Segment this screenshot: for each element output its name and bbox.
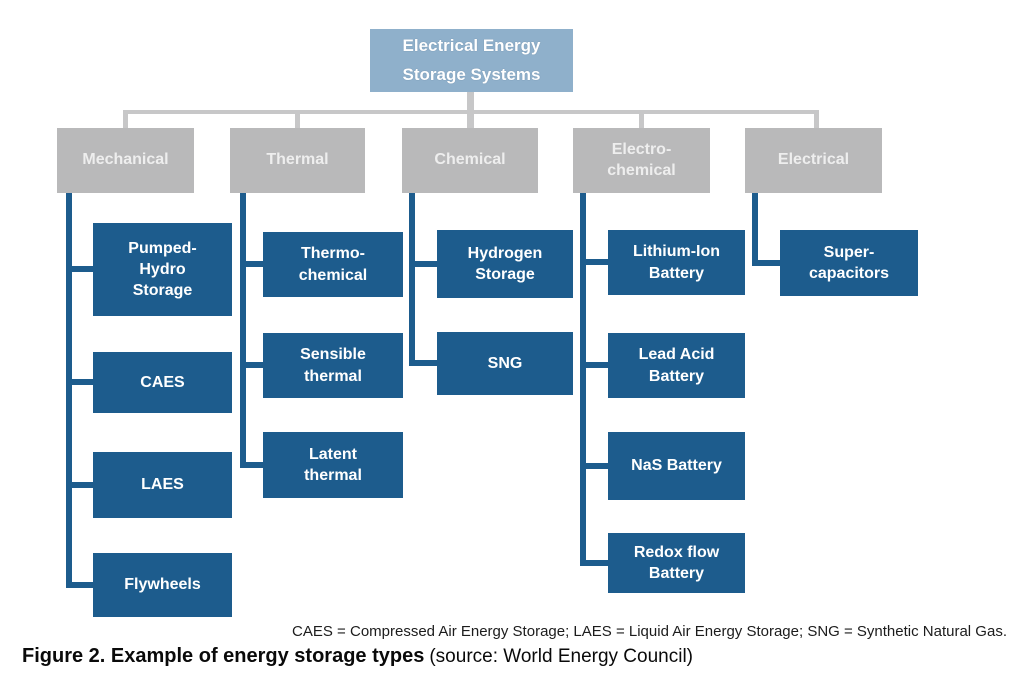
figure-caption: Figure 2. Example of energy storage type…	[22, 645, 693, 668]
connector-drop-electrical	[814, 110, 819, 128]
figure-caption-source: (source: World Energy Council)	[429, 646, 693, 667]
node-electrical: Electrical	[745, 128, 882, 193]
connector-branch-thermal-1	[240, 362, 263, 368]
connector-branch-thermal-2	[240, 462, 263, 468]
node-sensible-thermal: Sensible thermal	[263, 333, 403, 398]
connector-branch-electrochemical-3	[580, 560, 608, 566]
node-pumped-hydro-storage: Pumped- Hydro Storage	[93, 223, 232, 316]
node-lithium-ion-battery: Lithium-Ion Battery	[608, 230, 745, 295]
node-lead-acid-battery: Lead Acid Battery	[608, 333, 745, 398]
connector-spine-electrochemical	[580, 193, 586, 566]
connector-branch-mechanical-0	[66, 266, 93, 272]
node-laes: LAES	[93, 452, 232, 518]
node-redox-flow-battery: Redox flow Battery	[608, 533, 745, 593]
connector-level1-hline	[123, 110, 819, 114]
node-caes: CAES	[93, 352, 232, 413]
node-super-capacitors: Super- capacitors	[780, 230, 918, 296]
node-electrical-energy-storage-systems: Electrical Energy Storage Systems	[370, 29, 573, 92]
node-thermal: Thermal	[230, 128, 365, 193]
connector-spine-chemical	[409, 193, 415, 366]
connector-branch-mechanical-2	[66, 482, 93, 488]
connector-branch-electrochemical-2	[580, 463, 608, 469]
node-nas-battery: NaS Battery	[608, 432, 745, 500]
node-hydrogen-storage: Hydrogen Storage	[437, 230, 573, 298]
figure-caption-title: Figure 2. Example of energy storage type…	[22, 645, 425, 667]
node-mechanical: Mechanical	[57, 128, 194, 193]
connector-spine-mechanical	[66, 193, 72, 588]
abbreviation-footnote: CAES = Compressed Air Energy Storage; LA…	[292, 623, 1007, 640]
node-thermo-chemical: Thermo- chemical	[263, 232, 403, 297]
connector-branch-chemical-0	[409, 261, 437, 267]
connector-branch-electrochemical-1	[580, 362, 608, 368]
node-chemical: Chemical	[402, 128, 538, 193]
connector-drop-mechanical	[123, 110, 128, 128]
connector-branch-chemical-1	[409, 360, 437, 366]
connector-spine-thermal	[240, 193, 246, 468]
node-flywheels: Flywheels	[93, 553, 232, 617]
connector-spine-electrical	[752, 193, 758, 266]
node-sng: SNG	[437, 332, 573, 395]
node-latent-thermal: Latent thermal	[263, 432, 403, 498]
connector-branch-thermal-0	[240, 261, 263, 267]
connector-branch-mechanical-1	[66, 379, 93, 385]
node-electro-chemical: Electro- chemical	[573, 128, 710, 193]
connector-branch-mechanical-3	[66, 582, 93, 588]
connector-drop-thermal	[295, 112, 300, 128]
connector-branch-electrical-0	[752, 260, 780, 266]
connector-branch-electrochemical-0	[580, 259, 608, 265]
connector-drop-electrochemical	[639, 112, 644, 128]
